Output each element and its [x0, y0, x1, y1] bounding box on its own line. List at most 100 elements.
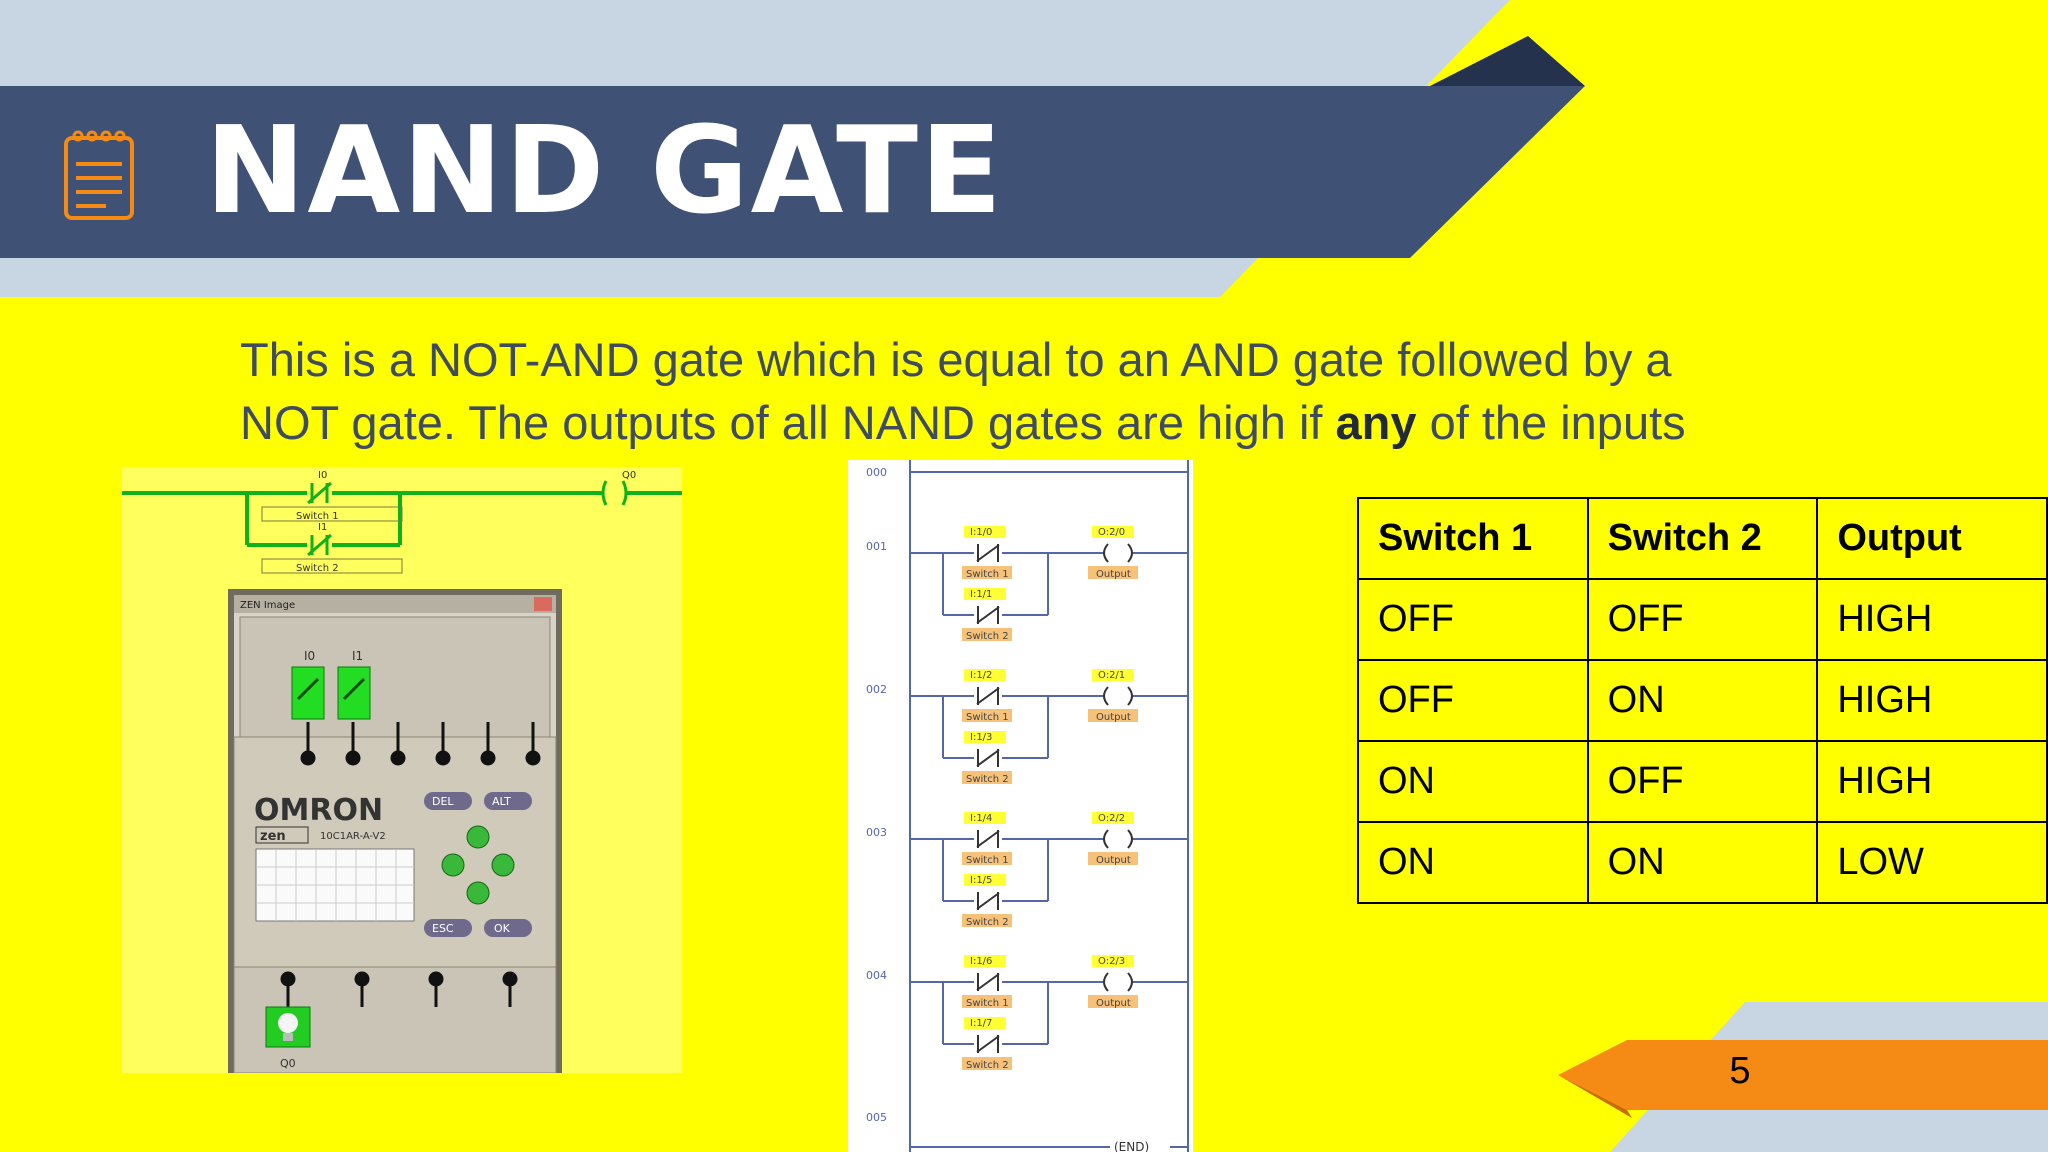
contact-name: Switch 2: [966, 774, 1009, 785]
left-button[interactable]: [441, 853, 465, 877]
notepad-icon: [64, 130, 134, 220]
contact-name: Switch 1: [966, 855, 1009, 866]
contact-address: I:1/3: [970, 732, 992, 743]
name-highlight: [962, 771, 1012, 784]
coil-arc: [1127, 829, 1133, 849]
coil-arc: [1127, 972, 1133, 992]
address-highlight: [1092, 669, 1134, 681]
contact-name: Switch 2: [966, 917, 1009, 928]
name-highlight: [962, 709, 1012, 722]
contact-slash: [976, 687, 1000, 705]
name-highlight: [1088, 852, 1138, 865]
rung-number: 003: [866, 826, 887, 839]
alt-button[interactable]: [484, 792, 532, 810]
contact-slash: [976, 606, 1000, 624]
ok-button-label: OK: [494, 922, 511, 935]
device-input-label: I0: [304, 649, 315, 663]
contact-name: Switch 1: [966, 998, 1009, 1009]
rung-number: 004: [866, 969, 887, 982]
alt-button-label: ALT: [492, 795, 511, 808]
esc-button-label: ESC: [432, 922, 454, 935]
address-highlight: [964, 526, 1006, 538]
down-button[interactable]: [466, 881, 490, 905]
input-switch-i0[interactable]: [291, 666, 325, 720]
rung-input1-address: I0: [318, 470, 327, 481]
contact-address: I:1/1: [970, 589, 992, 600]
table-row: ON ON LOW: [1357, 821, 2048, 904]
name-highlight: [1088, 566, 1138, 579]
coil-name: Output: [1096, 998, 1131, 1009]
up-button[interactable]: [466, 825, 490, 849]
del-button-label: DEL: [432, 795, 454, 808]
rung-input1-name: Switch 1: [296, 511, 339, 522]
address-highlight: [964, 955, 1006, 967]
table-cell: OFF: [1586, 578, 1819, 661]
device-output-label: Q0: [280, 1057, 296, 1070]
name-highlight: [1088, 709, 1138, 722]
window-title: ZEN Image: [240, 600, 295, 611]
table-header-row: Switch 1 Switch 2 Output: [1357, 497, 2048, 580]
coil-arc: [1103, 543, 1109, 563]
column-header: Output: [1816, 497, 2048, 580]
address-highlight: [964, 874, 1006, 886]
table-cell: HIGH: [1816, 740, 2048, 823]
rung-input2-name: Switch 2: [296, 563, 339, 574]
omron-logo: OMRON: [254, 793, 383, 828]
coil-address: O:2/3: [1098, 956, 1125, 967]
table-cell: ON: [1586, 821, 1819, 904]
device-input-label: I1: [352, 649, 363, 663]
table-row: OFF ON HIGH: [1357, 659, 2048, 742]
zen-logo: zen: [260, 829, 286, 844]
input-switch-i1[interactable]: [337, 666, 371, 720]
column-header: Switch 1: [1357, 497, 1589, 580]
table-cell: HIGH: [1816, 659, 2048, 742]
address-highlight: [964, 1017, 1006, 1029]
coil-name: Output: [1096, 855, 1131, 866]
rung-input2-address: I1: [318, 522, 327, 533]
coil-arc: [1103, 829, 1109, 849]
contact-slash: [976, 973, 1000, 991]
name-highlight: [1088, 995, 1138, 1008]
address-highlight: [964, 812, 1006, 824]
name-highlight: [962, 1057, 1012, 1070]
address-highlight: [1092, 526, 1134, 538]
right-button[interactable]: [491, 853, 515, 877]
address-highlight: [964, 669, 1006, 681]
slide-title: NAND GATE: [205, 102, 1004, 241]
truth-table: Switch 1 Switch 2 Output OFF OFF HIGH OF…: [1357, 497, 2048, 904]
rung-number: 002: [866, 683, 887, 696]
address-highlight: [1092, 955, 1134, 967]
contact-address: I:1/5: [970, 875, 992, 886]
window-close-icon[interactable]: [534, 597, 552, 611]
contact-slash: [976, 749, 1000, 767]
body-text-part: This is a NOT-AND gate which is equal to…: [240, 333, 1672, 449]
del-button[interactable]: [424, 792, 472, 810]
coil-address: O:2/1: [1098, 670, 1125, 681]
esc-button[interactable]: [424, 919, 472, 937]
table-cell: HIGH: [1816, 578, 2048, 661]
rung-number: 001: [866, 540, 887, 553]
contact-slash: [976, 1035, 1000, 1053]
contact-name: Switch 1: [966, 712, 1009, 723]
body-text-emphasis: any: [1335, 396, 1417, 449]
contact-slash: [976, 830, 1000, 848]
name-highlight: [962, 995, 1012, 1008]
coil-name: Output: [1096, 569, 1131, 580]
address-highlight: [964, 731, 1006, 743]
title-band: [0, 86, 1585, 258]
rung-number: 000: [866, 466, 887, 479]
contact-name: Switch 2: [966, 631, 1009, 642]
table-cell: LOW: [1816, 821, 2048, 904]
table-cell: OFF: [1357, 659, 1589, 742]
table-row: ON OFF HIGH: [1357, 740, 2048, 823]
contact-address: I:1/4: [970, 813, 992, 824]
coil-arc: [1103, 972, 1109, 992]
table-cell: ON: [1357, 821, 1589, 904]
contact-address: I:1/0: [970, 527, 992, 538]
coil-arc: [1127, 686, 1133, 706]
plc-simulator-figure: I0 Switch 1 I1 Switch 2 Q0 ZEN Image I0 …: [122, 467, 682, 1073]
ok-button[interactable]: [484, 919, 532, 937]
coil-address: O:2/0: [1098, 527, 1125, 538]
contact-name: Switch 1: [966, 569, 1009, 580]
